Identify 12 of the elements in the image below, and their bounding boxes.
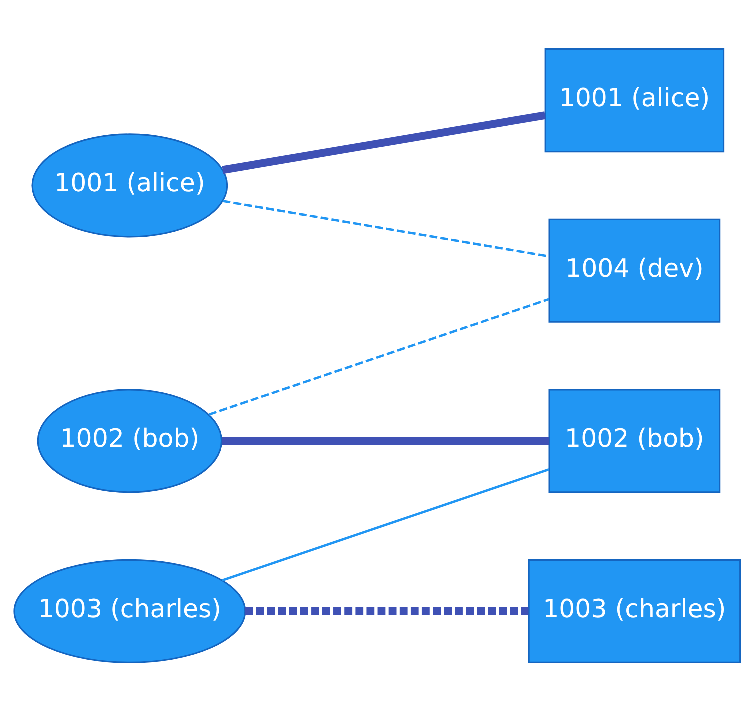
node-box: 1003 (charles) [528, 558, 742, 663]
node-box: 1004 (dev) [548, 218, 721, 322]
connector [245, 607, 529, 615]
connector [222, 436, 550, 445]
node-box: 1001 (alice) [544, 48, 725, 152]
node-box: 1002 (bob) [548, 388, 721, 493]
node-ellipse: 1001 (alice) [32, 133, 228, 238]
node-ellipse: 1003 (charles) [14, 558, 246, 663]
connector [222, 111, 546, 174]
connector [208, 298, 550, 416]
connector [222, 468, 550, 582]
node-ellipse: 1002 (bob) [37, 388, 223, 493]
